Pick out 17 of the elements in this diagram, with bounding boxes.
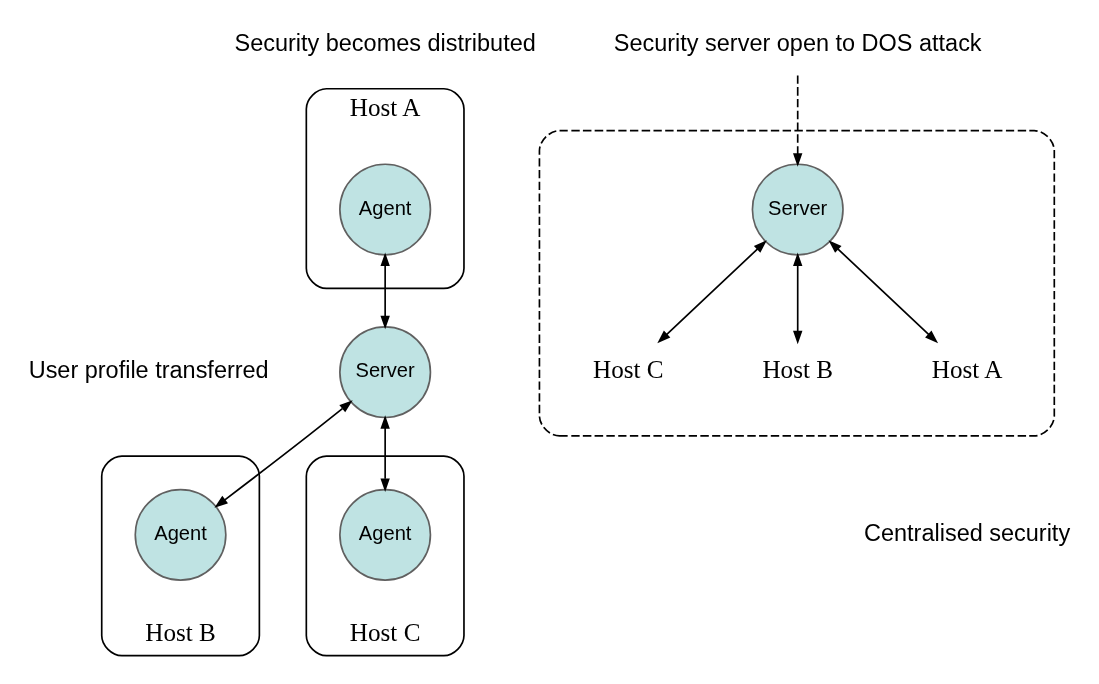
node-circle: Agent [339, 488, 432, 581]
arrow [380, 415, 390, 492]
arrow [793, 74, 803, 167]
arrow [380, 252, 390, 330]
node-text: Security server open to DOS attack [613, 30, 982, 57]
node-text: Host C [593, 356, 664, 384]
node-text: Host A [931, 356, 1003, 384]
cluster [538, 129, 1056, 437]
node-text: Host B [762, 356, 833, 384]
arrow [793, 252, 803, 345]
arrow [214, 400, 353, 508]
label: User profile transferred [28, 357, 269, 384]
arrow [828, 240, 939, 344]
label: Security becomes distributed [234, 30, 536, 57]
arrow [657, 240, 767, 344]
label: Centralised security [864, 520, 1071, 547]
node-circle: Agent [339, 163, 432, 256]
